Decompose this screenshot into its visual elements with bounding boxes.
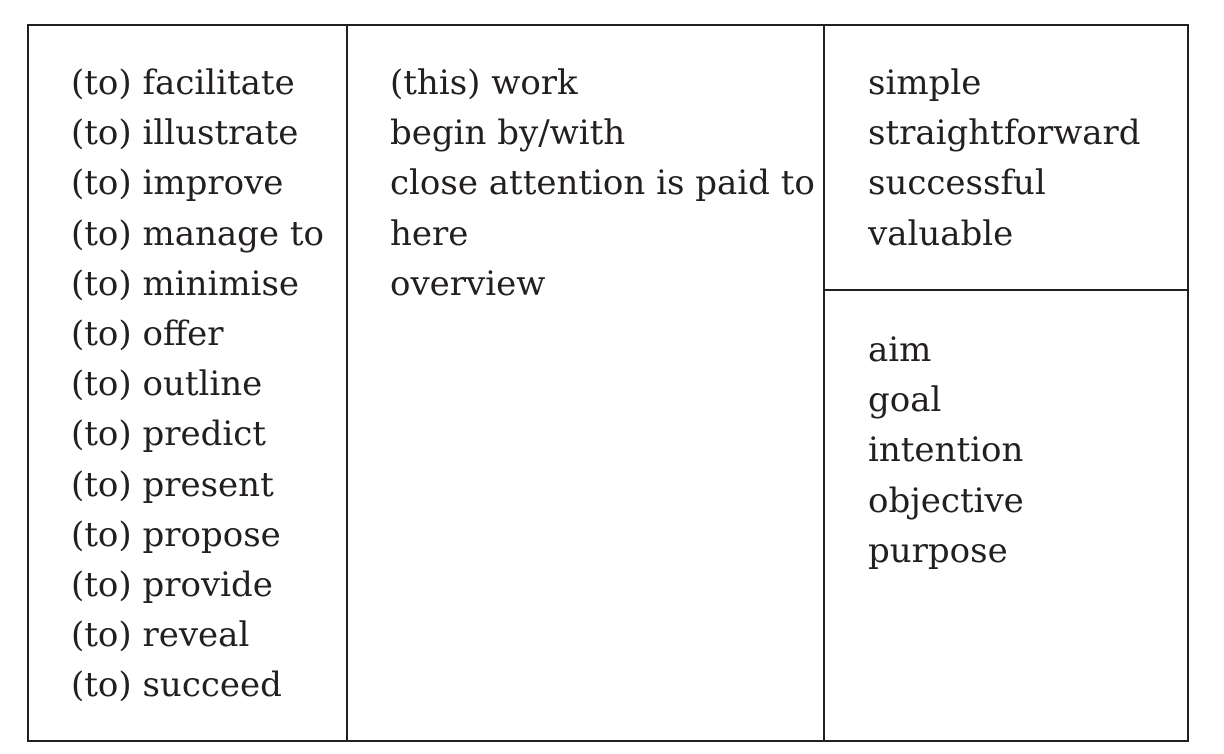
list-item: (to) provide <box>71 565 273 606</box>
list-item: objective <box>868 480 1024 521</box>
nouns-cell: aim goal intention objective purpose <box>868 325 1024 576</box>
list-item: straightforward <box>868 113 1141 154</box>
adjectives-cell: simple straightforward successful valuab… <box>868 58 1141 259</box>
list-item: goal <box>868 380 942 421</box>
list-item: here <box>390 213 469 254</box>
list-item: (to) predict <box>71 414 266 455</box>
list-item: (to) minimise <box>71 263 300 304</box>
list-item: (to) improve <box>71 163 284 204</box>
list-item: (to) illustrate <box>71 113 299 154</box>
list-item: (to) facilitate <box>71 63 295 103</box>
list-item: (to) present <box>71 464 274 505</box>
vocabulary-table <box>27 24 1189 742</box>
row-divider <box>824 289 1189 291</box>
phrases-column: (this) work begin by/with close attentio… <box>390 58 815 309</box>
list-item: (to) reveal <box>71 615 250 656</box>
list-item: simple <box>868 63 982 103</box>
list-item: successful <box>868 163 1046 204</box>
list-item: (to) succeed <box>71 665 282 706</box>
list-item: close attention is paid to <box>390 163 815 204</box>
column-divider-1 <box>346 24 348 742</box>
verbs-column: (to) facilitate (to) illustrate (to) imp… <box>71 58 324 711</box>
list-item: overview <box>390 263 546 304</box>
list-item: aim <box>868 330 932 370</box>
list-item: (to) outline <box>71 364 263 405</box>
list-item: begin by/with <box>390 113 626 154</box>
list-item: intention <box>868 430 1024 471</box>
list-item: (to) manage to <box>71 213 324 254</box>
list-item: valuable <box>868 213 1014 254</box>
list-item: (to) propose <box>71 514 281 555</box>
list-item: (this) work <box>390 63 578 103</box>
list-item: (to) offer <box>71 314 224 355</box>
list-item: purpose <box>868 530 1008 571</box>
column-divider-2 <box>823 24 825 742</box>
